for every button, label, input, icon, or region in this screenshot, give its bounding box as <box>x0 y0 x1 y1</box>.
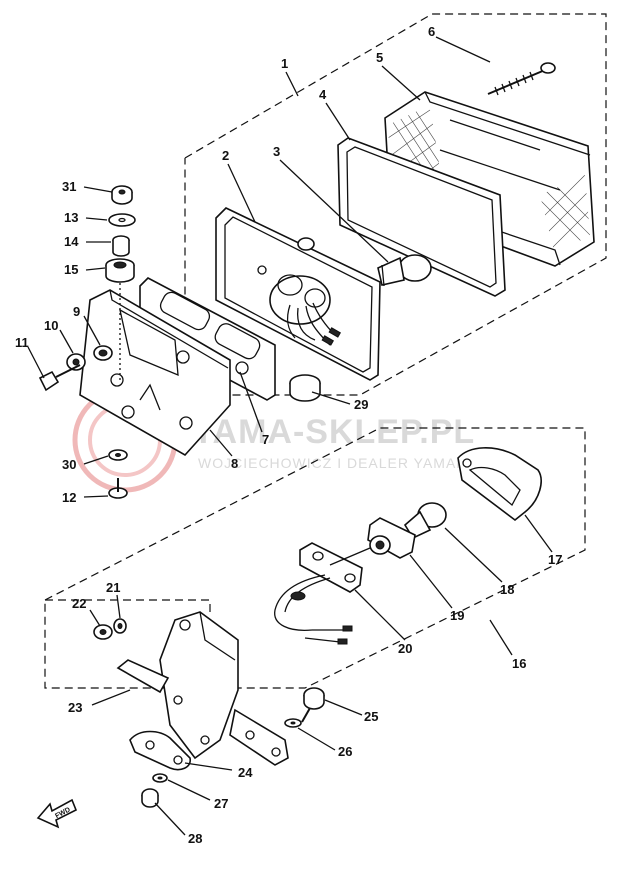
nut-31 <box>111 185 133 205</box>
plate-24 <box>129 730 191 771</box>
callout-1: 1 <box>281 56 288 71</box>
bolt-11 <box>38 364 81 392</box>
leader-lines <box>27 36 553 836</box>
callout-labels: 1 2 3 4 5 6 7 8 9 10 11 12 13 14 15 16 1… <box>15 24 562 846</box>
screw-6 <box>487 62 556 96</box>
callout-20: 20 <box>398 641 412 656</box>
callout-19: 19 <box>450 608 464 623</box>
screw-12 <box>108 478 128 499</box>
callout-6: 6 <box>428 24 435 39</box>
callout-30: 30 <box>62 457 76 472</box>
callout-23: 23 <box>68 700 82 715</box>
callout-10: 10 <box>44 318 58 333</box>
socket-19 <box>367 517 416 559</box>
callout-22: 22 <box>72 596 86 611</box>
callout-18: 18 <box>500 582 514 597</box>
callout-15: 15 <box>64 262 78 277</box>
bracket-inset-outline <box>45 599 211 615</box>
watermark-subtitle: WOJCIECHOWICZ I DEALER YAMAHA <box>198 455 478 471</box>
callout-9: 9 <box>73 304 80 319</box>
callout-12: 12 <box>62 490 76 505</box>
callout-28: 28 <box>188 831 202 846</box>
bracket-8 <box>79 289 231 457</box>
callout-2: 2 <box>222 148 229 163</box>
callout-14: 14 <box>64 234 79 249</box>
washer-13 <box>108 213 136 227</box>
callout-31: 31 <box>62 179 76 194</box>
callout-5: 5 <box>376 50 383 65</box>
callout-26: 26 <box>338 744 352 759</box>
callout-3: 3 <box>273 144 280 159</box>
watermark-brand: YAMA-SKLEP.PL <box>192 413 475 451</box>
washer-21 <box>113 618 127 634</box>
watermark: YAMA-SKLEP.PL WOJCIECHOWICZ I DEALER YAM… <box>72 387 478 493</box>
nut-22 <box>93 624 113 640</box>
bulb-18 <box>403 502 447 540</box>
assembly-16-outline <box>44 427 586 689</box>
callout-27: 27 <box>214 796 228 811</box>
lens-cover-17 <box>457 447 542 522</box>
callout-4: 4 <box>319 87 327 102</box>
collar-14 <box>112 235 130 257</box>
bulb-3 <box>377 254 432 287</box>
callout-17: 17 <box>548 552 562 567</box>
fwd-direction-icon: FWD <box>36 798 78 829</box>
grommet-29 <box>289 374 321 402</box>
bolt-25 <box>301 687 325 723</box>
damper-15 <box>105 258 135 283</box>
washer-30 <box>108 449 128 461</box>
callout-21: 21 <box>106 580 120 595</box>
callout-29: 29 <box>354 397 368 412</box>
callout-11: 11 <box>15 335 29 350</box>
collar-9 <box>93 345 113 361</box>
callout-13: 13 <box>64 210 78 225</box>
callout-24: 24 <box>238 765 253 780</box>
washer-27 <box>152 773 168 783</box>
nut-28 <box>141 788 159 808</box>
damper-10 <box>66 353 86 371</box>
socket-plate-20 <box>274 542 371 645</box>
bracket-23 <box>116 611 289 766</box>
washer-26 <box>284 718 302 728</box>
callout-16: 16 <box>512 656 526 671</box>
base-plate-2 <box>215 207 381 381</box>
callout-7: 7 <box>262 432 269 447</box>
callout-25: 25 <box>364 709 378 724</box>
callout-8: 8 <box>231 456 238 471</box>
